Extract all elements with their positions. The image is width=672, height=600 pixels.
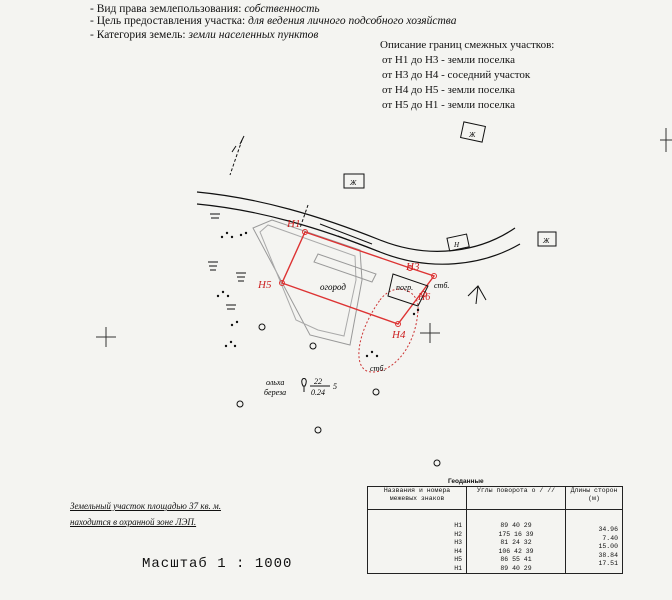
vegetation-symbols: [216, 231, 420, 358]
fence-line: [319, 223, 373, 245]
grid-cross-icon: [660, 128, 672, 152]
garden-bed: [313, 253, 377, 283]
grid-cross-icon: [96, 327, 116, 347]
point-label-h4: Н4: [391, 329, 406, 341]
tree-number-side: 5: [333, 382, 337, 391]
building-zh-label: Ж: [468, 131, 476, 139]
border-row: от Н4 до Н5 - земли поселка: [382, 84, 515, 96]
geodata-lengths-cell: 34.96 7.40 15.00 38.84 17.51: [565, 509, 623, 574]
garden-label: огород: [320, 282, 346, 292]
grid-cross-icon: [420, 323, 440, 343]
boundary-point: [279, 280, 285, 286]
shed-label: стб.: [370, 364, 385, 373]
geodata-title: Геоданные: [448, 478, 484, 485]
boundary-point: [395, 321, 401, 327]
geodata-header-lengths: Длины сторон (м): [565, 486, 623, 510]
category-line: - Категория земель: земли населенных пун…: [90, 29, 319, 41]
power-pole-icon: [231, 135, 245, 153]
boundary-point: [302, 229, 308, 235]
map-scale: Масштаб 1 : 1000: [142, 556, 293, 572]
enclosure-inner-outline: [259, 224, 357, 337]
building-zh-label: Ж: [349, 179, 357, 187]
boundary-point: [407, 265, 413, 271]
boundary-point: [421, 291, 427, 297]
land-rights-line: - Вид права землепользования: собственно…: [90, 3, 320, 15]
cellar-outline: [387, 273, 429, 307]
purpose-value: для ведения личного подсобного хозяйства: [248, 15, 457, 27]
tree-circles: [236, 323, 441, 467]
tree-species-label: береза: [264, 388, 286, 397]
point-label-h5: Н5: [257, 279, 272, 291]
enclosure-outline: [252, 219, 363, 346]
borders-title: Описание границ смежных участков:: [380, 39, 555, 51]
purpose-line: - Цель предоставления участка: для веден…: [90, 15, 457, 27]
geodata-header-angles: Углы поворота о / //: [466, 486, 566, 510]
building-zh-1: [343, 173, 365, 189]
building-zh-3: [537, 231, 557, 247]
point-label-h6: Н6: [417, 292, 430, 303]
compass-marker-icon: [467, 285, 487, 305]
fence-line: [337, 235, 381, 253]
adjacent-borders-description: Описание границ смежных участков: от Н1 …: [380, 38, 554, 113]
tree-species-label: ольха: [266, 378, 284, 387]
shed-label: стб.: [434, 281, 449, 290]
border-row: от Н3 до Н4 - соседний участок: [382, 69, 531, 81]
power-line: [299, 204, 309, 229]
geodata-points-cell: Н1 Н2 Н3 Н4 Н5 Н1: [367, 509, 467, 574]
parcel-boundary: [281, 231, 436, 325]
building-n-label: Н: [453, 241, 460, 249]
point-label-h3: Н3: [405, 261, 420, 273]
grass-symbols: [208, 213, 246, 310]
geodata-header-points: Названия и номера межевых знаков: [367, 486, 467, 510]
road-edge-top: [196, 191, 516, 252]
building-zh-label: Ж: [542, 237, 550, 245]
tree-number-top: 22: [314, 377, 322, 386]
border-row: от Н1 до Н3 - земли поселка: [382, 54, 515, 66]
land-rights-value: собственность: [244, 3, 320, 15]
tree-number-bottom: 0.24: [311, 388, 325, 397]
protection-zone: [358, 288, 419, 373]
point-label-h1: Н1: [286, 218, 300, 230]
geodata-body: Н1 Н2 Н3 Н4 Н5 Н1 89 40 29 175 16 39 81 …: [367, 509, 623, 574]
border-row: от Н5 до Н1 - земли поселка: [382, 99, 515, 111]
geodata-table: Названия и номера межевых знаков Углы по…: [367, 486, 623, 574]
building-zh-2: [459, 121, 487, 143]
category-value: земли населенных пунктов: [188, 29, 319, 41]
building-n: [446, 233, 470, 252]
geodata-angles-cell: 89 40 29 175 16 39 81 24 32 106 42 39 86…: [466, 509, 566, 574]
protection-zone-note: Земельный участок площадью 37 кв. м. нах…: [70, 501, 221, 527]
power-line: [229, 139, 243, 176]
tree-legend-icon: [301, 378, 307, 392]
boundary-point: [431, 273, 437, 279]
cellar-label: погр.: [396, 283, 413, 292]
road-edge-bottom: [196, 203, 521, 265]
